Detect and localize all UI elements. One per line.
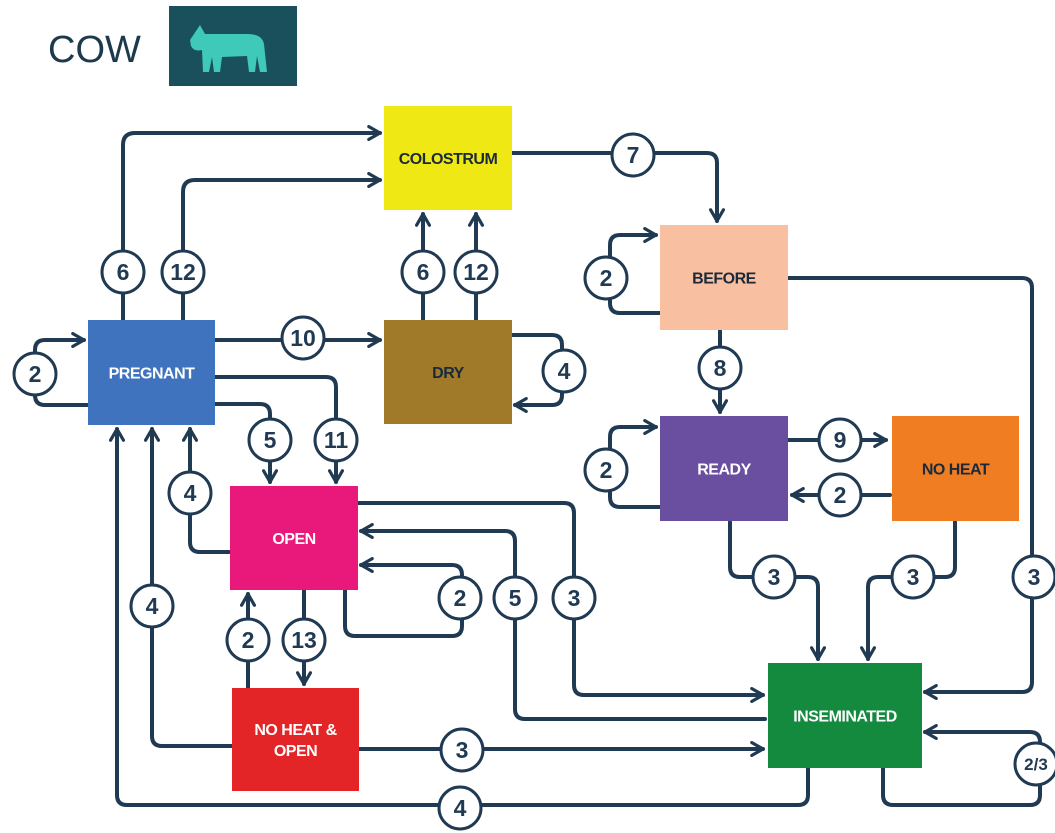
transition-badge: 5 (247, 417, 293, 463)
transition-number: 4 (454, 795, 467, 821)
transition-badge: 2 (817, 472, 863, 518)
state-label: INSEMINATED (793, 709, 897, 726)
transition-number: 4 (146, 593, 159, 619)
state-box (768, 663, 922, 768)
transition-number: 7 (627, 142, 640, 168)
transition-badge: 3 (751, 554, 797, 600)
transition-number: 2 (600, 457, 613, 483)
state-label: PREGNANT (109, 366, 196, 383)
state-label: COLOSTRUM (399, 151, 498, 168)
state-box (384, 106, 512, 210)
transition-badge: 4 (437, 785, 483, 831)
state-dry: DRY (384, 320, 512, 424)
transition-number: 13 (291, 627, 317, 653)
state-ready: READY (660, 416, 788, 521)
state-colostrum: COLOSTRUM (384, 106, 512, 210)
state-box (892, 416, 1019, 521)
transition-number: 6 (417, 259, 430, 285)
transition-number: 11 (324, 427, 349, 453)
transition-badge: 2 (583, 255, 629, 301)
transition-badge: 2/3 (1013, 741, 1055, 787)
transition-number: 8 (714, 355, 727, 381)
transition-number: 2 (29, 361, 42, 387)
transition-number: 5 (264, 427, 277, 453)
transition-number: 3 (456, 737, 469, 763)
transition-badge: 3 (439, 727, 485, 773)
transition-number: 5 (509, 585, 522, 611)
transition-badge: 9 (817, 417, 863, 463)
transition-badge: 8 (697, 345, 743, 391)
state-label: READY (697, 462, 751, 479)
transition-badge: 5 (492, 575, 538, 621)
transition-number: 2 (242, 627, 255, 653)
transition-number: 3 (1028, 564, 1041, 590)
transition-badge: 3 (1011, 554, 1055, 600)
state-box (660, 225, 788, 330)
transition-number: 2 (834, 482, 847, 508)
transition-number: 10 (290, 325, 316, 351)
transition-number: 4 (558, 358, 571, 384)
state-label: BEFORE (692, 271, 757, 288)
state-label: NO HEAT (922, 462, 990, 479)
transition-badge: 10 (280, 315, 326, 361)
page-title: COW (48, 29, 141, 71)
transition-number: 12 (170, 259, 196, 285)
transition-number: 3 (568, 585, 581, 611)
transition-number: 2/3 (1024, 755, 1048, 774)
cow-icon (169, 6, 297, 86)
state-label: OPEN (274, 743, 317, 760)
transition-badge: 2 (583, 447, 629, 493)
transition-badge: 4 (129, 583, 175, 629)
transition-number: 6 (117, 259, 130, 285)
state-open: OPEN (230, 486, 358, 590)
state-box (384, 320, 512, 424)
transition-badge: 7 (610, 132, 656, 178)
transition-badge: 4 (167, 470, 213, 516)
transition-badge: 2 (225, 617, 271, 663)
state-label: DRY (432, 365, 465, 382)
transition-badge: 2 (12, 351, 58, 397)
transition-badge: 13 (281, 617, 327, 663)
state-no-heat-open: NO HEAT & OPEN (232, 688, 359, 791)
state-box (232, 688, 359, 791)
state-box (660, 416, 788, 521)
transition-number: 9 (834, 427, 847, 453)
transition-badge: 2 (437, 575, 483, 621)
transition-badge: 11 (313, 417, 359, 463)
transition-number: 2 (600, 265, 613, 291)
state-no-heat: NO HEAT (892, 416, 1019, 521)
state-before: BEFORE (660, 225, 788, 330)
transition-number: 12 (463, 259, 489, 285)
state-inseminated: INSEMINATED (768, 663, 922, 768)
state-box (230, 486, 358, 590)
transition-badge: 12 (160, 249, 206, 295)
transition-number: 4 (184, 480, 197, 506)
transition-badge: 4 (541, 348, 587, 394)
transition-badge: 6 (100, 249, 146, 295)
transition-number: 3 (768, 564, 781, 590)
state-label: OPEN (272, 531, 315, 548)
state-box (88, 320, 215, 425)
state-label: NO HEAT & (254, 722, 337, 739)
transition-number: 2 (454, 585, 467, 611)
transition-badge: 3 (551, 575, 597, 621)
state-pregnant: PREGNANT (88, 320, 215, 425)
transition-badge: 12 (453, 249, 499, 295)
transition-badge: 3 (890, 554, 936, 600)
transition-badge: 6 (400, 249, 446, 295)
transition-number: 3 (907, 564, 920, 590)
